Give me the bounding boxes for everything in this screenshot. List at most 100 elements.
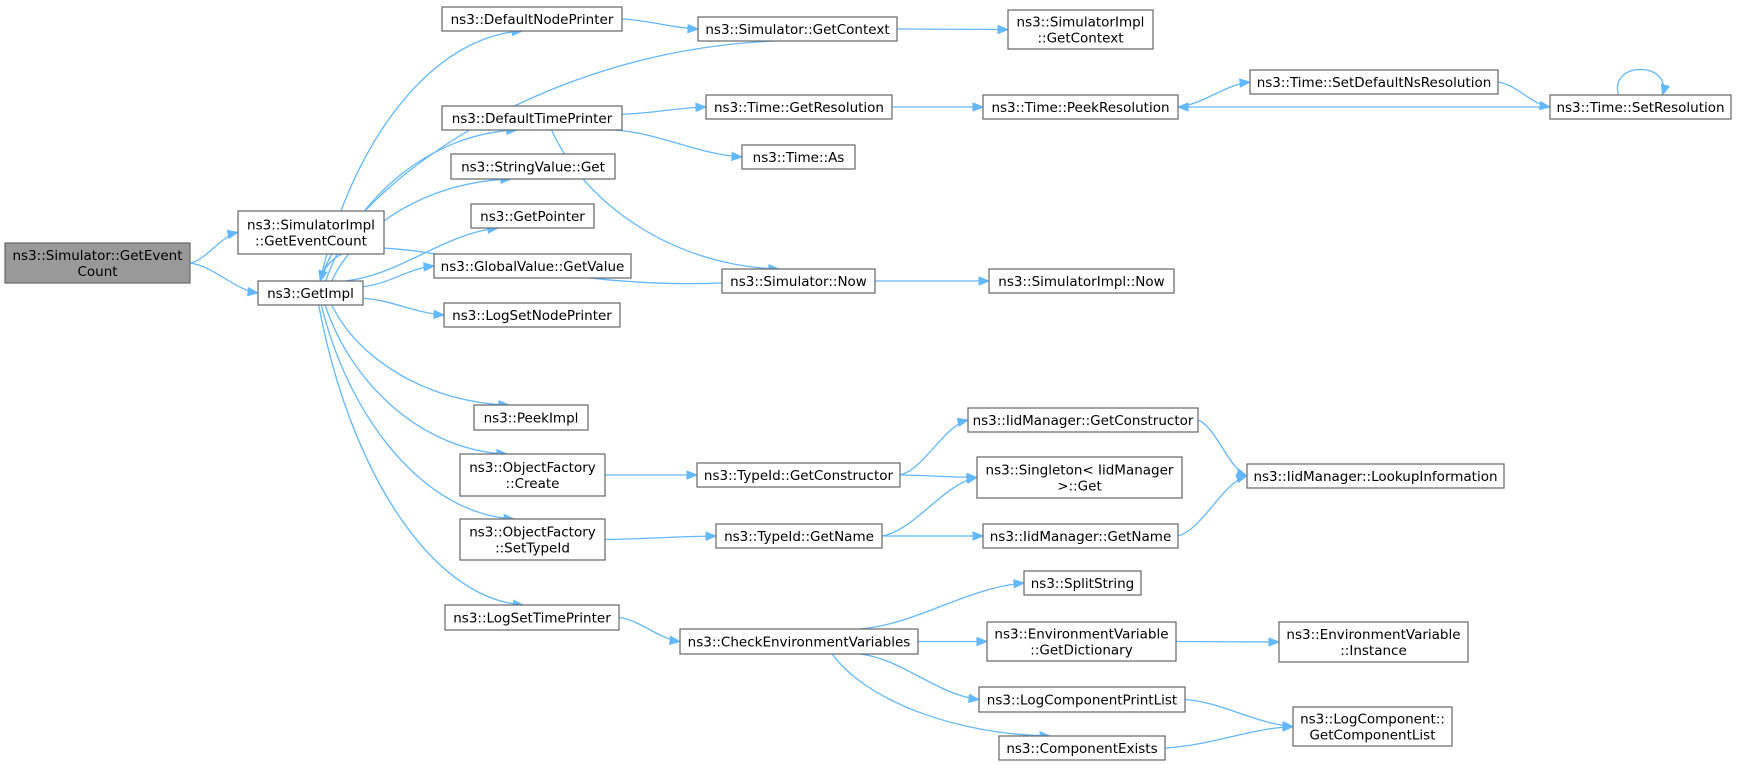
node-box: [705, 94, 893, 120]
node-iidLookupInformation[interactable]: ns3::IidManager::LookupInformation: [1246, 463, 1505, 489]
call-graph-nodes: ns3::Simulator::GetEventCountns3::Simula…: [4, 6, 1732, 761]
node-label: ns3::SimulatorImpl: [1017, 15, 1145, 31]
edge-line: [881, 476, 978, 537]
edge-line: [362, 265, 435, 288]
node-timeGetResolution[interactable]: ns3::Time::GetResolution: [705, 94, 893, 120]
edge-line: [896, 28, 1009, 31]
node-label: ns3::ComponentExists: [1006, 741, 1157, 757]
edge-line: [189, 262, 259, 294]
node-logSetNodePrinter[interactable]: ns3::LogSetNodePrinter: [443, 302, 621, 328]
node-label: ns3::Time::As: [753, 150, 845, 166]
node-label: ns3::DefaultTimePrinter: [452, 111, 613, 127]
node-logSetTimePrinter[interactable]: ns3::LogSetTimePrinter: [444, 604, 620, 631]
node-siGetEventCount[interactable]: ns3::SimulatorImpl::GetEventCount: [237, 210, 385, 255]
node-label: ns3::LogSetTimePrinter: [453, 611, 611, 627]
node-box: [982, 523, 1179, 549]
node-label: ns3::TypeId::GetName: [724, 529, 874, 545]
edge-componentExists-to-logComponentGetList: [1164, 722, 1295, 749]
node-splitString[interactable]: ns3::SplitString: [1023, 570, 1142, 596]
edge-arrowhead: [423, 262, 436, 272]
node-label: ns3::IidManager::GetName: [990, 529, 1172, 545]
node-logComponentGetList[interactable]: ns3::LogComponent::GetComponentList: [1292, 706, 1453, 747]
node-iidGetName[interactable]: ns3::IidManager::GetName: [982, 523, 1179, 549]
node-box: [1007, 9, 1154, 50]
node-root[interactable]: ns3::Simulator::GetEventCount: [4, 242, 191, 284]
node-logComponentPrintList[interactable]: ns3::LogComponentPrintList: [978, 686, 1186, 713]
edge-logSetTimePrinter-to-checkEnvVars: [618, 616, 682, 646]
node-siNow[interactable]: ns3::SimulatorImpl::Now: [988, 268, 1175, 294]
edge-root-to-getImpl: [189, 262, 260, 297]
node-objectFactorySetTypeId[interactable]: ns3::ObjectFactory::SetTypeId: [459, 518, 606, 561]
node-box: [978, 686, 1186, 713]
edge-getImpl-to-objectFactoryCreate: [324, 304, 509, 459]
edge-getImpl-to-logSetNodePrinter: [362, 297, 446, 320]
node-box: [450, 153, 616, 180]
edge-arrowhead: [978, 276, 991, 286]
node-timeSetResolution[interactable]: ns3::Time::SetResolution: [1549, 94, 1732, 120]
node-checkEnvVars[interactable]: ns3::CheckEnvironmentVariables: [679, 628, 919, 655]
edge-arrowhead: [1239, 78, 1252, 88]
node-label: ns3::SplitString: [1031, 576, 1135, 592]
node-label: ns3::GetPointer: [480, 209, 585, 225]
node-label: ns3::EnvironmentVariable: [1286, 627, 1460, 643]
node-label: ns3::EnvironmentVariable: [994, 627, 1168, 643]
edge-timeSetResolution-to-timeSetResolution: [1616, 68, 1671, 97]
edge-line: [331, 178, 512, 282]
edge-arrowhead: [976, 636, 989, 647]
node-stringValueGet[interactable]: ns3::StringValue::Get: [450, 153, 616, 180]
edge-typeIdGetConstructor-to-singletonGet: [899, 472, 979, 483]
node-label: ns3::SimulatorImpl::Now: [998, 274, 1164, 290]
node-simGetContext[interactable]: ns3::Simulator::GetContext: [697, 16, 898, 42]
node-singletonGet[interactable]: ns3::Singleton< IidManager >::Get: [976, 456, 1183, 499]
node-box: [982, 94, 1179, 120]
edge-objectFactoryCreate-to-typeIdGetConstructor: [604, 470, 699, 480]
node-label: ns3::Simulator::GetEvent: [12, 248, 182, 264]
node-objectFactoryCreate[interactable]: ns3::ObjectFactory::Create: [459, 453, 606, 497]
node-componentExists[interactable]: ns3::ComponentExists: [998, 735, 1166, 761]
node-typeIdGetName[interactable]: ns3::TypeId::GetName: [715, 523, 883, 549]
edge-defaultNodePrinter-to-simGetContext: [621, 18, 700, 34]
node-globalValueGetValue[interactable]: ns3::GlobalValue::GetValue: [433, 253, 632, 279]
node-timeSetDefaultNsResolution[interactable]: ns3::Time::SetDefaultNsResolution: [1249, 69, 1499, 95]
call-graph-edges: [189, 18, 1671, 749]
node-simNow[interactable]: ns3::Simulator::Now: [721, 268, 876, 294]
edge-line: [899, 474, 978, 479]
edge-arrowhead: [1538, 100, 1552, 111]
edge-iidGetName-to-iidLookupInformation: [1177, 473, 1249, 537]
node-peekImpl[interactable]: ns3::PeekImpl: [473, 404, 589, 431]
node-timePeekResolution[interactable]: ns3::Time::PeekResolution: [982, 94, 1179, 120]
node-defaultTimePrinter[interactable]: ns3::DefaultTimePrinter: [441, 105, 623, 131]
node-iidGetConstructor[interactable]: ns3::IidManager::GetConstructor: [967, 407, 1199, 433]
node-envGetDictionary[interactable]: ns3::EnvironmentVariable::GetDictionary: [986, 621, 1177, 662]
node-box: [721, 268, 876, 294]
edge-line: [324, 304, 507, 455]
node-getPointer[interactable]: ns3::GetPointer: [470, 203, 595, 229]
edge-line: [899, 419, 969, 476]
node-box: [976, 456, 1183, 499]
edge-checkEnvVars-to-envGetDictionary: [918, 636, 989, 647]
node-getImpl[interactable]: ns3::GetImpl: [257, 280, 364, 306]
edge-arrowhead: [1282, 722, 1295, 732]
edge-line: [1197, 419, 1248, 477]
node-typeIdGetConstructor[interactable]: ns3::TypeId::GetConstructor: [696, 462, 901, 488]
node-label: ns3::Simulator::Now: [730, 274, 867, 290]
node-box: [741, 144, 856, 170]
edge-line: [318, 304, 524, 606]
node-defaultNodePrinter[interactable]: ns3::DefaultNodePrinter: [441, 6, 623, 32]
node-label: ns3::Time::SetDefaultNsResolution: [1257, 75, 1492, 91]
edge-arrowhead: [246, 286, 260, 297]
edge-defaultTimePrinter-to-timeGetResolution: [621, 102, 708, 115]
node-timeAs[interactable]: ns3::Time::As: [741, 144, 856, 170]
edge-line: [604, 535, 717, 541]
node-envInstance[interactable]: ns3::EnvironmentVariable::Instance: [1278, 621, 1469, 663]
edge-arrowhead: [433, 309, 446, 320]
edge-arrowhead: [1013, 579, 1026, 589]
node-box: [459, 453, 606, 497]
node-siGetContext[interactable]: ns3::SimulatorImpl::GetContext: [1007, 9, 1154, 50]
edge-timeGetResolution-to-timePeekResolution: [892, 102, 985, 112]
edge-timePeekResolution-to-timeSetDefaultNsResolution: [1177, 78, 1252, 108]
edge-line: [331, 304, 509, 406]
edge-objectFactorySetTypeId-to-typeIdGetName: [604, 531, 718, 541]
edge-iidGetConstructor-to-iidLookupInformation: [1197, 419, 1249, 478]
